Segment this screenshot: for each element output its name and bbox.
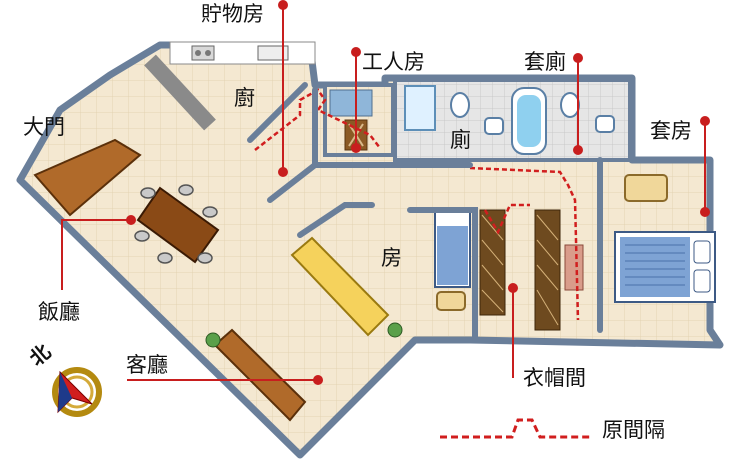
bathroom-block [393,78,632,162]
label-walk-in-closet: 衣帽間 [523,366,586,390]
label-entrance: 大門 [23,115,65,139]
label-living: 客廳 [126,353,168,377]
dining-set [33,138,220,264]
compass-icon [52,367,102,417]
label-storage-room: 貯物房 [201,2,264,26]
label-dining: 飯廳 [38,300,80,324]
legend-line [440,418,590,439]
label-helper-room: 工人房 [362,50,425,74]
master-bedroom [564,174,716,303]
walls [247,82,603,343]
label-room: 房 [381,246,402,270]
label-master-bedroom: 套房 [650,119,692,143]
original-partition-lines [254,88,580,321]
living-furniture [205,236,403,422]
marker-lines [61,0,710,385]
label-ensuite-toilet: 套廁 [524,50,566,74]
small-bedroom [434,211,471,311]
label-toilet: 廁 [450,128,471,152]
kitchen-counter [144,41,316,131]
wardrobes [479,209,561,331]
helper-room [323,83,395,157]
label-kitchen: 廚 [234,86,255,110]
legend-label: 原間隔 [602,418,665,442]
